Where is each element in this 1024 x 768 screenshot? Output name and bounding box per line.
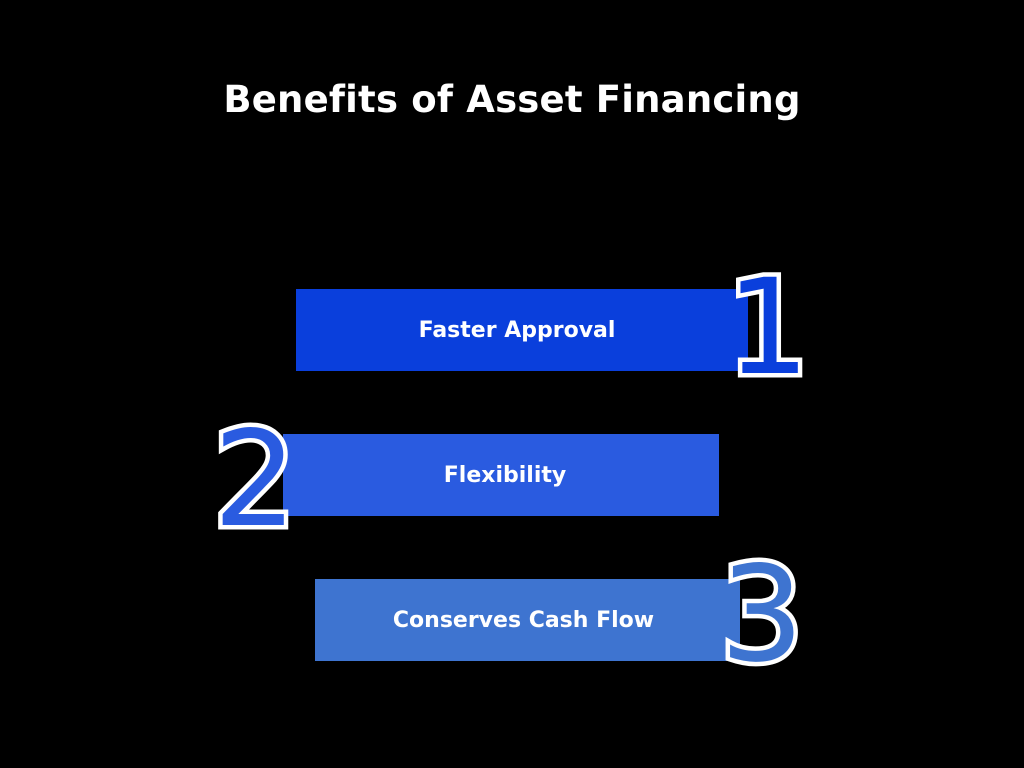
number-badge-3: 3 xyxy=(716,545,809,686)
benefit-label-1: Faster Approval xyxy=(418,317,616,343)
number-badge-2: 2 xyxy=(209,410,302,551)
number-1-text: 1 xyxy=(722,251,815,405)
benefit-bar-3: Conserves Cash Flow xyxy=(315,579,740,661)
benefit-bar-1: Faster Approval xyxy=(296,289,748,371)
number-3-text: 3 xyxy=(716,538,809,692)
number-2-text: 2 xyxy=(209,403,302,557)
benefit-label-3: Conserves Cash Flow xyxy=(392,607,655,633)
benefit-label-2: Flexibility xyxy=(443,462,567,488)
number-badge-1: 1 xyxy=(722,258,815,399)
page-title: Benefits of Asset Financing xyxy=(223,78,801,121)
benefit-bar-2: Flexibility xyxy=(283,434,719,516)
